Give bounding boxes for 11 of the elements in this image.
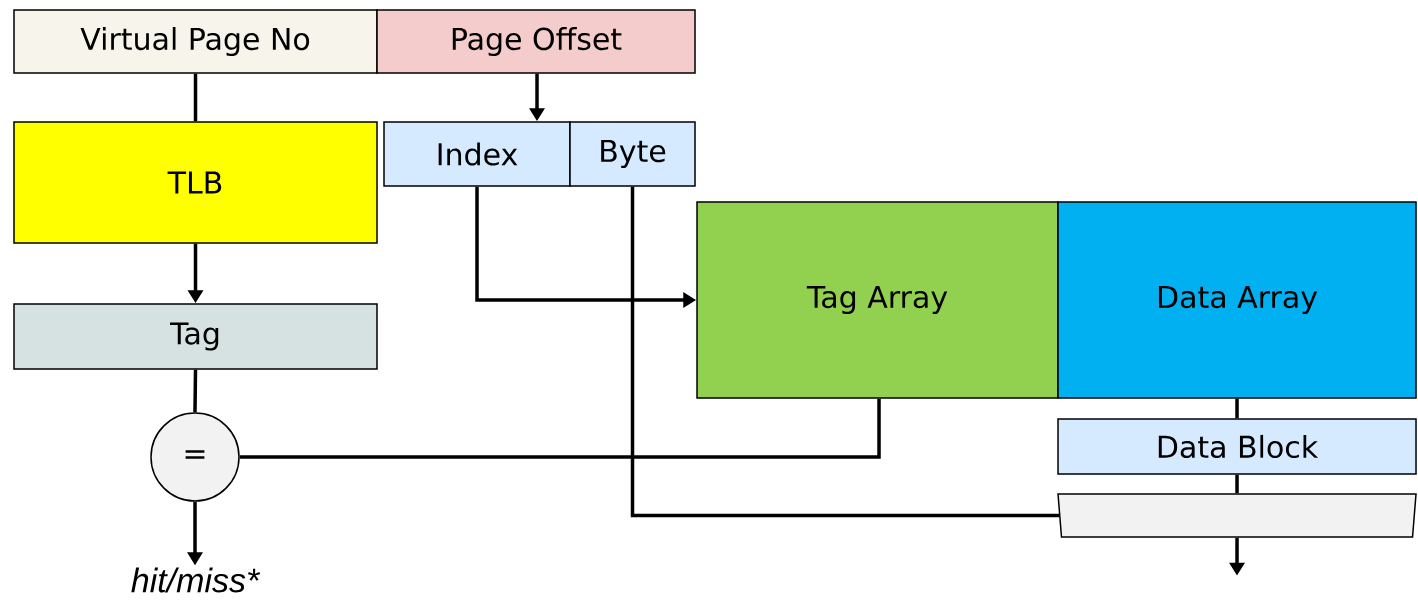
output-label: hit/miss* [131,567,261,593]
address-field: Byte [569,121,696,187]
address-field: Page Offset [376,9,696,74]
tlb-box: TLB [13,121,378,244]
address-field: Index [383,121,571,187]
address-field: Virtual Page No [13,9,378,74]
tag-array-box: Tag Array [696,201,1059,399]
tag-box: Tag [13,303,378,370]
data-array-box: Data Array [1057,201,1417,399]
multiplexer [1057,493,1417,538]
data-block-box: Data Block [1057,418,1417,475]
